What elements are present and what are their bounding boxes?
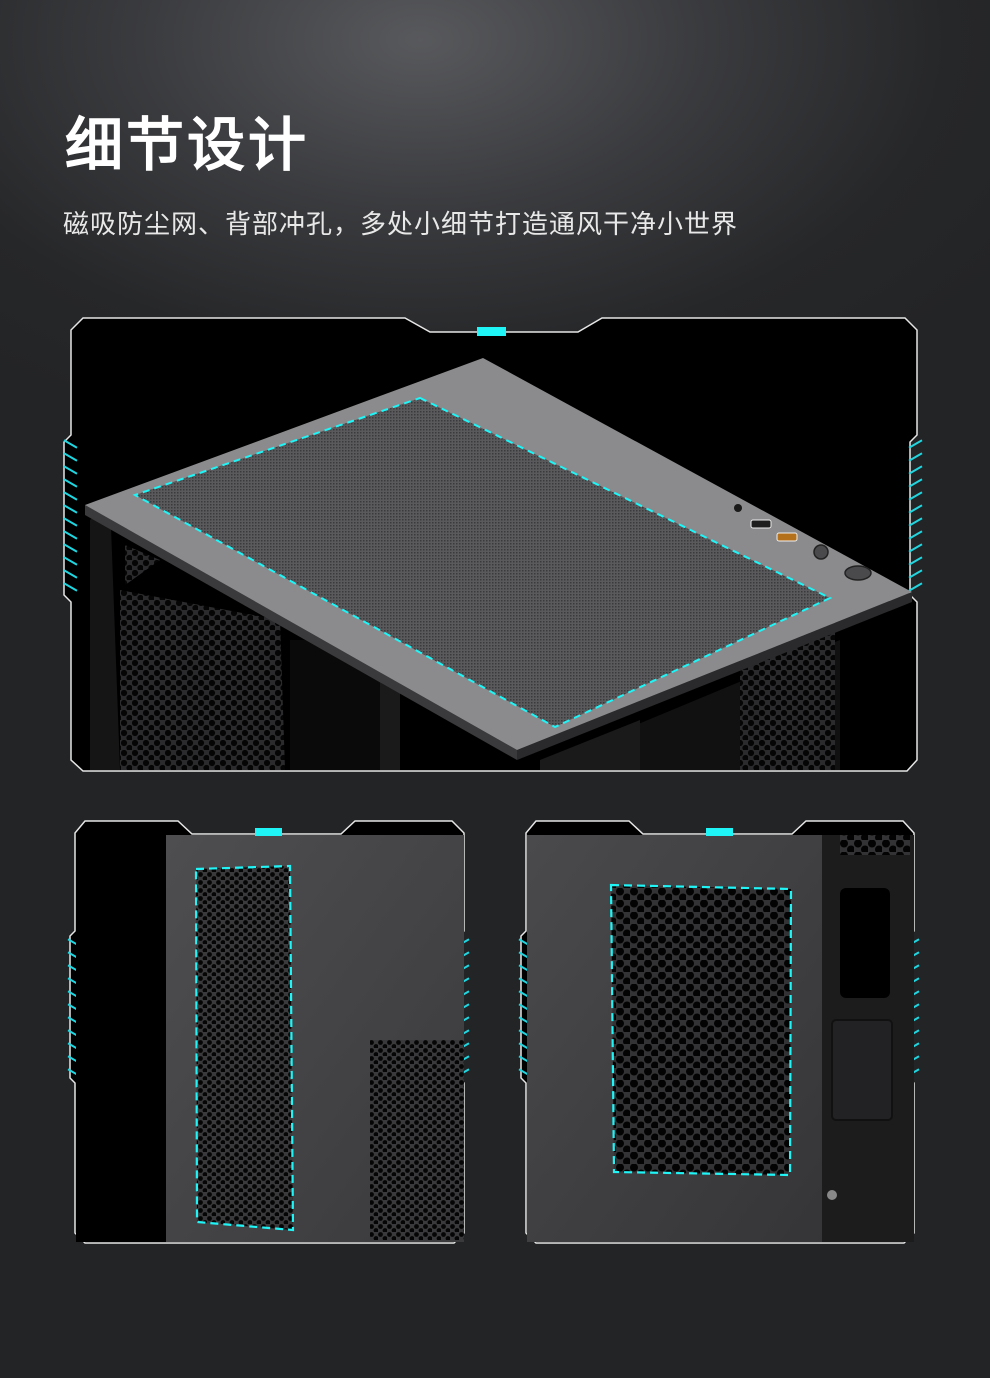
pc-case-top-image <box>85 358 912 770</box>
side-vent-photo <box>527 835 914 1242</box>
dust-filter-outline <box>132 396 833 729</box>
pc-case-side-image <box>527 835 914 1242</box>
side-vent-frame <box>516 818 921 1248</box>
page-subtitle: 磁吸防尘网、背部冲孔，多处小细节打造通风干净小世界 <box>63 210 739 240</box>
accent-tab <box>706 828 733 836</box>
page-title: 细节设计 <box>65 111 310 179</box>
rear-vent-frame <box>65 818 470 1248</box>
top-panel-photo <box>72 333 917 770</box>
top-panel-frame <box>60 315 930 775</box>
rear-vent-photo <box>76 835 464 1242</box>
accent-tab <box>255 828 282 836</box>
rear-vent-outline <box>194 864 295 1232</box>
accent-tab <box>477 327 506 336</box>
side-vent-outline <box>609 883 793 1177</box>
pc-case-rear-image <box>76 835 464 1242</box>
